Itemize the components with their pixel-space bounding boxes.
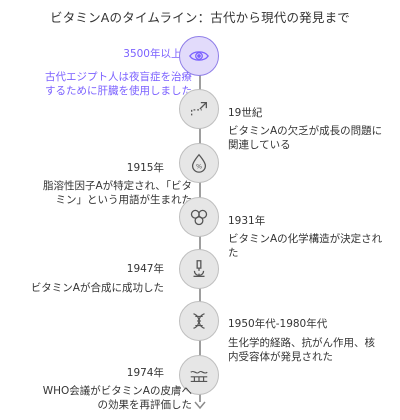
event-description-line: 古代エジプト人は夜盲症を治療	[45, 71, 192, 83]
skin-layers-icon	[190, 370, 208, 383]
event-year: 3500年以上前	[123, 48, 192, 60]
event-description-line: WHO会議がビタミンAの皮膚へ	[42, 385, 192, 397]
microscope-icon	[193, 260, 205, 277]
event-description-line: の効果を再評価した	[97, 399, 193, 411]
timeline-arrow-head	[194, 401, 206, 410]
molecule-icon-node	[179, 197, 219, 237]
dotted-arrow-icon-node	[179, 89, 219, 129]
event-description-line: するために肝臓を使用しました	[45, 85, 192, 97]
eye-icon	[189, 51, 209, 61]
eye-icon-node	[179, 36, 219, 76]
diagram-title: ビタミンAのタイムライン：古代から現代の発見まで	[50, 10, 350, 25]
event-description-line: 内受容体が発見された	[228, 351, 333, 363]
dotted-arrow-icon	[191, 101, 207, 116]
event-year: 1950年代-1980年代	[228, 318, 328, 330]
event-description-line: ミン」という用語が生まれた	[55, 194, 193, 206]
event-year: 1974年	[126, 367, 164, 379]
event-year: 1931年	[228, 215, 266, 227]
molecule-icon	[190, 209, 208, 226]
event-year: 1947年	[126, 263, 164, 275]
event-description: ビタミンAの化学構造が決定され た	[228, 232, 398, 260]
skin-layers-icon-node	[179, 355, 219, 395]
event-description: 生化学的経路、抗がん作用、核 内受容体が発見された	[228, 336, 398, 364]
oil-drop-icon: %	[191, 153, 207, 173]
event-description: WHO会議がビタミンAの皮膚へ の効果を再評価した	[0, 384, 192, 412]
oil-drop-icon-node: %	[179, 143, 219, 183]
event-description-line: 生化学的経路、抗がん作用、核	[228, 337, 375, 349]
event-description-line: た	[228, 247, 239, 259]
event-description-line: ビタミンAが合成に成功した	[30, 282, 164, 294]
event-description: ビタミンAが合成に成功した	[0, 281, 164, 295]
dna-icon	[193, 313, 205, 329]
event-description-line: ビタミンAの化学構造が決定され	[228, 233, 383, 245]
event-year: 1915年	[126, 162, 164, 174]
event-description-line: 関連している	[228, 139, 291, 151]
event-description: ビタミンAの欠乏が成長の問題に 関連している	[228, 124, 398, 152]
event-description-line: ビタミンAの欠乏が成長の問題に	[228, 125, 383, 137]
svg-text:%: %	[196, 163, 202, 171]
event-description-line: 脂溶性因子Aが特定され、「ビタ	[42, 180, 192, 192]
event-description: 脂溶性因子Aが特定され、「ビタ ミン」という用語が生まれた	[0, 179, 192, 207]
microscope-icon-node	[179, 249, 219, 289]
event-year: 19世紀	[228, 107, 263, 119]
dna-icon-node	[179, 301, 219, 341]
event-description: 古代エジプト人は夜盲症を治療 するために肝臓を使用しました	[0, 70, 192, 98]
